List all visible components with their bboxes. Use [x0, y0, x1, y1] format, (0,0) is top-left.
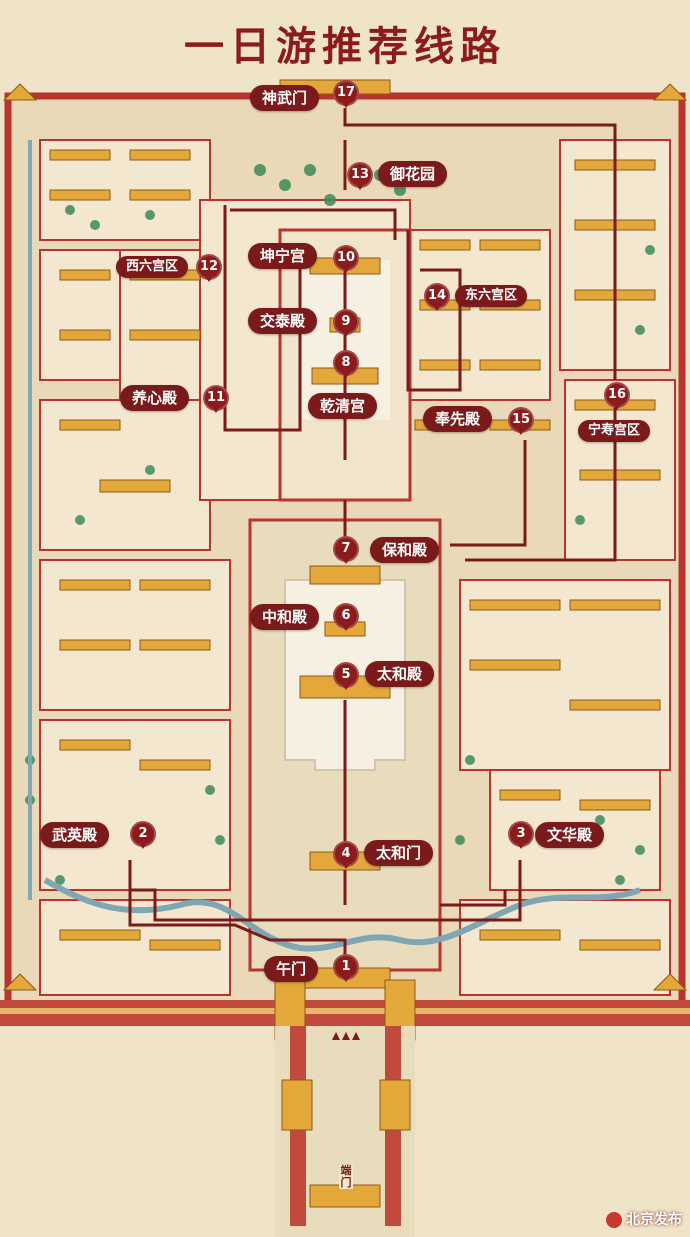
label-kunninggong: 坤宁宫 — [248, 243, 318, 269]
stop-pin-3: 3 — [508, 821, 534, 849]
stop-pin-6: 6 — [333, 603, 359, 631]
label-wuyingdian: 武英殿 — [40, 822, 110, 848]
label-taihemen: 太和门 — [364, 840, 434, 866]
stop-pin-14: 14 — [424, 283, 450, 311]
stop-pin-16: 16 — [604, 382, 630, 410]
label-fengxiandian: 奉先殿 — [423, 406, 493, 432]
label-taihedian: 太和殿 — [365, 661, 435, 687]
page-title: 一日游推荐线路 — [184, 23, 506, 70]
stop-pin-13: 13 — [347, 162, 373, 190]
label-zhonghedian: 中和殿 — [250, 604, 320, 630]
label-wumen: 午门 — [264, 956, 319, 982]
stop-pin-10: 10 — [333, 245, 359, 273]
label-duanmen: 端门 — [339, 1164, 353, 1189]
corner-towers — [2, 83, 688, 991]
stop-pin-8: 8 — [333, 350, 359, 378]
stop-pin-11: 11 — [203, 385, 229, 413]
inner-golden-water — [43, 877, 642, 952]
label-qianqinggong: 乾清宫 — [308, 393, 378, 419]
label-baohedian: 保和殿 — [370, 537, 440, 563]
label-wenhuadian: 文华殿 — [535, 822, 605, 848]
stop-pin-5: 5 — [333, 662, 359, 690]
stop-pin-15: 15 — [508, 407, 534, 435]
watermark: 北京发布 — [606, 1209, 682, 1229]
stop-pin-17: 17 — [333, 80, 359, 108]
route-lines — [128, 108, 617, 970]
stop-pin-1: 1 — [333, 954, 359, 982]
label-ningshougong: 宁寿宫区 — [578, 420, 651, 442]
stop-pin-12: 12 — [196, 254, 222, 282]
label-jiaotaidian: 交泰殿 — [248, 308, 318, 334]
weibo-icon — [606, 1212, 622, 1228]
stop-pin-7: 7 — [333, 536, 359, 564]
stop-pin-4: 4 — [333, 841, 359, 869]
label-yuhuayuan: 御花园 — [378, 161, 448, 187]
trees — [25, 164, 655, 885]
label-shenwumen: 神武门 — [250, 85, 320, 111]
label-yangxindian: 养心殿 — [120, 385, 190, 411]
label-dongliugong: 东六宫区 — [455, 285, 528, 307]
watermark-text: 北京发布 — [626, 1212, 682, 1228]
stop-pin-9: 9 — [333, 309, 359, 337]
stop-pin-2: 2 — [130, 821, 156, 849]
label-xiliugong: 西六宫区 — [116, 256, 189, 278]
